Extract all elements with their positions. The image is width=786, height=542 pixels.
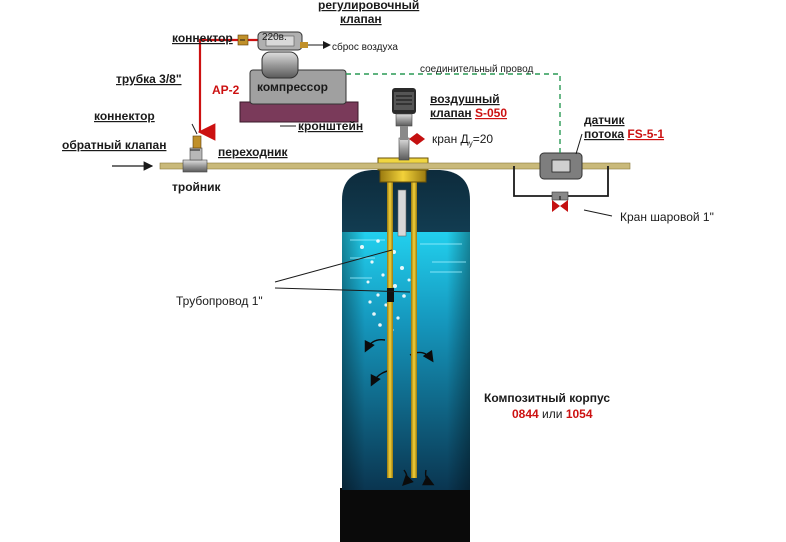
check-valve-label: обратный клапан xyxy=(62,138,166,152)
air-valve-s050 xyxy=(392,88,416,140)
air-valve-label-2: клапан S-050 xyxy=(430,106,507,120)
compressor-label: компрессор xyxy=(257,80,328,94)
connector-left-label: коннектор xyxy=(94,109,155,123)
connecting-wire-label: соединительный провод xyxy=(420,64,533,75)
tube-label: трубка 3/8" xyxy=(116,72,182,86)
adapter-label: переходник xyxy=(218,145,289,159)
tee-assembly xyxy=(182,135,208,173)
voltage-label: 220в. xyxy=(262,32,287,43)
air-valve-label-1: воздушный xyxy=(430,92,500,106)
compressor-assembly xyxy=(239,31,359,123)
connector-top-label: коннектор xyxy=(172,31,233,45)
tee-label: тройник xyxy=(172,180,222,194)
flow-sensor-label-2: потока FS-5-1 xyxy=(584,127,664,141)
regulating-valve-label-1: регулировочный xyxy=(318,0,419,12)
ball-valve-label: Кран шаровой 1" xyxy=(620,210,714,224)
inner-pipeline xyxy=(387,178,417,478)
flow-sensor xyxy=(539,152,583,180)
inner-pipe-right xyxy=(411,178,417,478)
main-pipe xyxy=(112,161,631,171)
check-valve xyxy=(192,135,202,149)
flow-sensor-label-1: датчик xyxy=(584,113,626,127)
ap2-label: АР-2 xyxy=(212,83,240,97)
pipeline-label: Трубопровод 1" xyxy=(176,294,263,308)
tap-label: кран Ду=20 xyxy=(432,132,493,148)
tee xyxy=(182,159,208,173)
diffuser xyxy=(387,288,394,302)
inner-pipe-left xyxy=(387,178,393,478)
tank-head xyxy=(377,137,429,183)
ball-valve-icon xyxy=(551,191,569,212)
bracket-label: кронштейн xyxy=(298,119,363,133)
composite-housing-label: Композитный корпус xyxy=(484,391,610,405)
regulating-valve-label-2: клапан xyxy=(340,12,382,26)
air-release-label: сброс воздуха xyxy=(332,41,398,53)
composite-tank xyxy=(340,170,470,542)
tap-valve-icon xyxy=(409,133,425,145)
housing-models-label: 0844 или 1054 xyxy=(512,407,593,421)
tank-base xyxy=(340,488,470,542)
